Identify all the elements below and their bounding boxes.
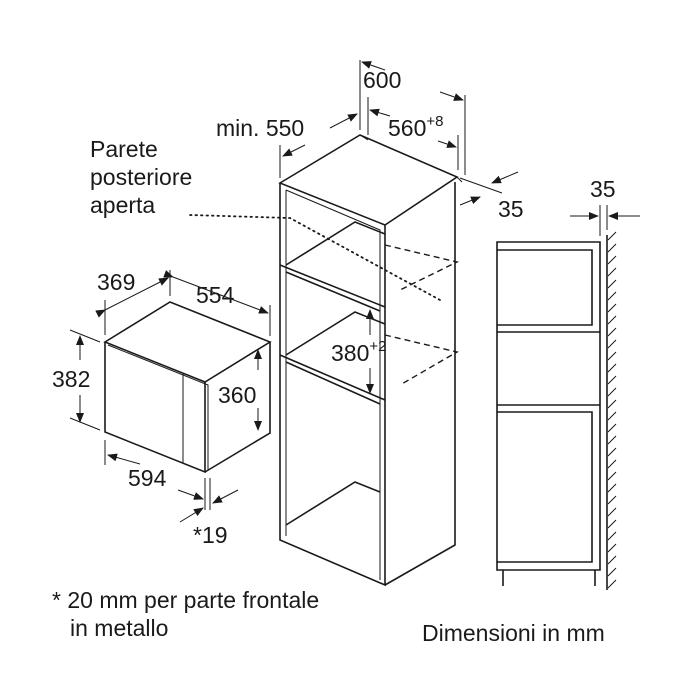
dim-19: *19 [193,522,228,548]
microwave-drawing [69,270,272,523]
footnote-line-2: in metallo [70,615,168,641]
dim-35-wall: 35 [590,176,616,202]
rear-wall-label-3: aperta [90,192,155,218]
dim-554: 554 [196,282,235,308]
footnote-line-1: * 20 mm per parte frontale [52,587,319,613]
dim-600: 600 [363,67,401,93]
rear-wall-label-2: posteriore [90,164,192,190]
units-label: Dimensioni in mm [422,620,605,646]
dim-382: 382 [52,366,90,392]
dim-360: 360 [218,382,256,408]
cabinet-drawing [189,60,519,587]
dim-35-depth: 35 [498,196,524,222]
dim-369: 369 [97,269,135,295]
dim-380: 380+2 [331,338,386,366]
side-view-drawing [496,205,640,590]
rear-wall-label-1: Parete [90,136,158,162]
dim-594: 594 [128,465,167,491]
dim-560: 560+8 [388,113,443,141]
dim-min-550: min. 550 [216,115,304,141]
